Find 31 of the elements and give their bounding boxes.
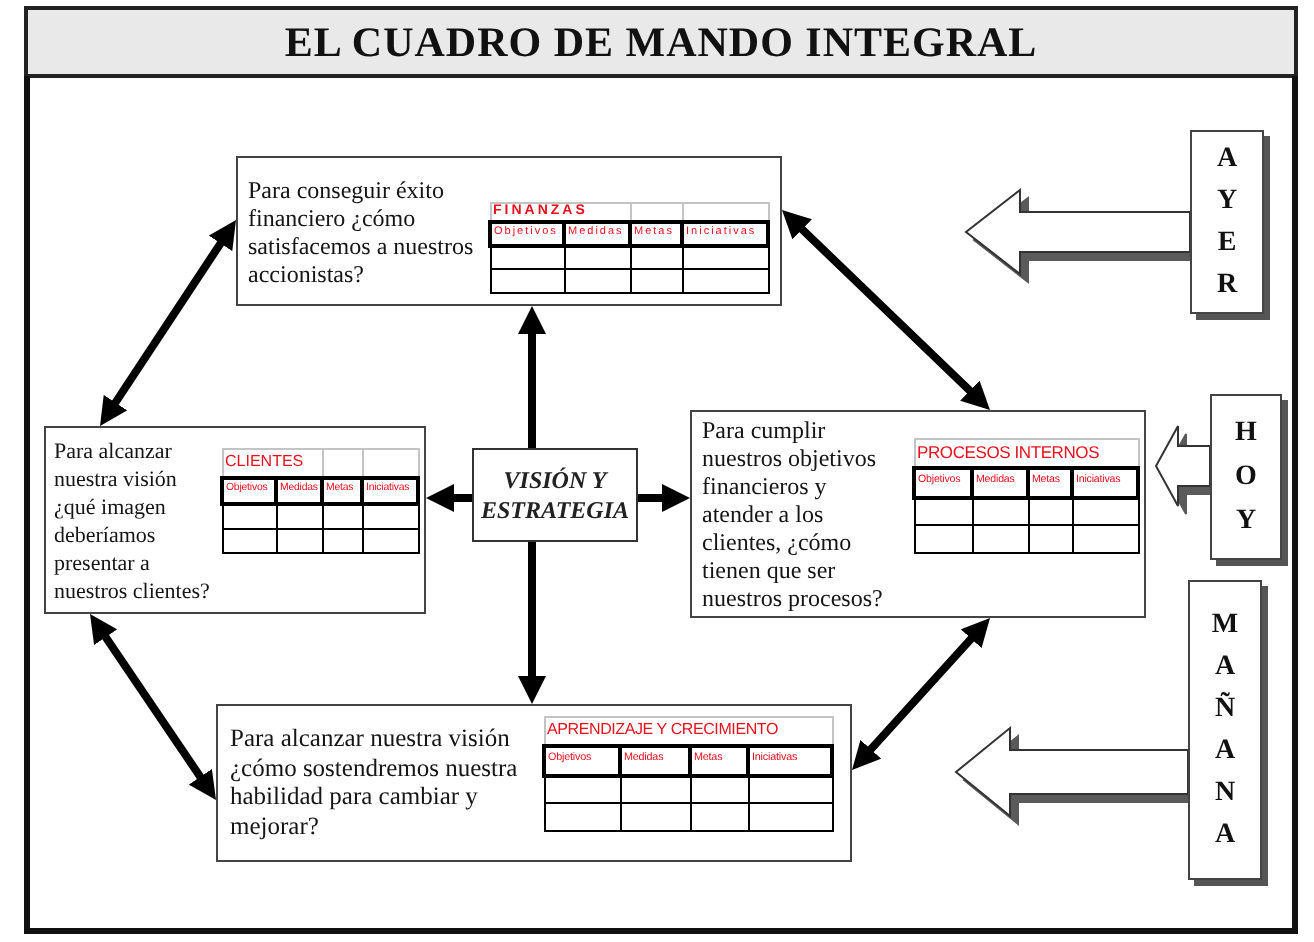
block-arrow [954, 725, 1189, 819]
time-box: MAÑANA [1188, 580, 1262, 880]
table-title: PROCESOS INTERNOS [914, 439, 1138, 467]
perspective-box [690, 410, 1146, 618]
time-box: HOY [1210, 394, 1282, 560]
perspective-box [216, 704, 852, 862]
double-arrow [86, 611, 220, 803]
double-arrow [779, 207, 993, 413]
arrow [518, 542, 546, 704]
table-title: APRENDIZAJE Y CRECIMIENTO [544, 717, 833, 745]
arrow [426, 484, 472, 512]
title-banner: EL CUADRO DE MANDO INTEGRAL [24, 6, 1298, 78]
block-arrow [1154, 425, 1211, 507]
question-text: Para alcanzar nuestra visión ¿cómo sostendremos nuestra habilidad para cambiar y mejorar? [230, 724, 520, 840]
question-text: Para cumplir nuestros objetivos financieros y atender a los clientes, ¿cómo tienen que ser nuestros procesos? [702, 416, 885, 612]
scorecard-table [488, 202, 771, 294]
scorecard-table [542, 716, 835, 832]
arrow [518, 306, 546, 448]
perspective-box [44, 426, 426, 614]
question-text: Para conseguir éxito financiero ¿cómo satisfacemos a nuestros accionistas? [248, 176, 476, 288]
block-arrow [964, 187, 1191, 277]
scorecard-table [912, 438, 1140, 554]
perspective-box [236, 156, 782, 306]
scorecard-table [220, 448, 420, 554]
table-title: CLIENTES [222, 449, 322, 477]
time-box: AYER [1190, 130, 1264, 314]
arrow [638, 484, 690, 512]
double-arrow [849, 615, 993, 773]
double-arrow [96, 217, 240, 429]
question-text: Para alcanzar nuestra visión ¿qué imagen deberíamos presentar a nuestros clientes? [54, 438, 212, 606]
strategy-box: VISIÓN Y ESTRATEGIA [472, 448, 638, 542]
